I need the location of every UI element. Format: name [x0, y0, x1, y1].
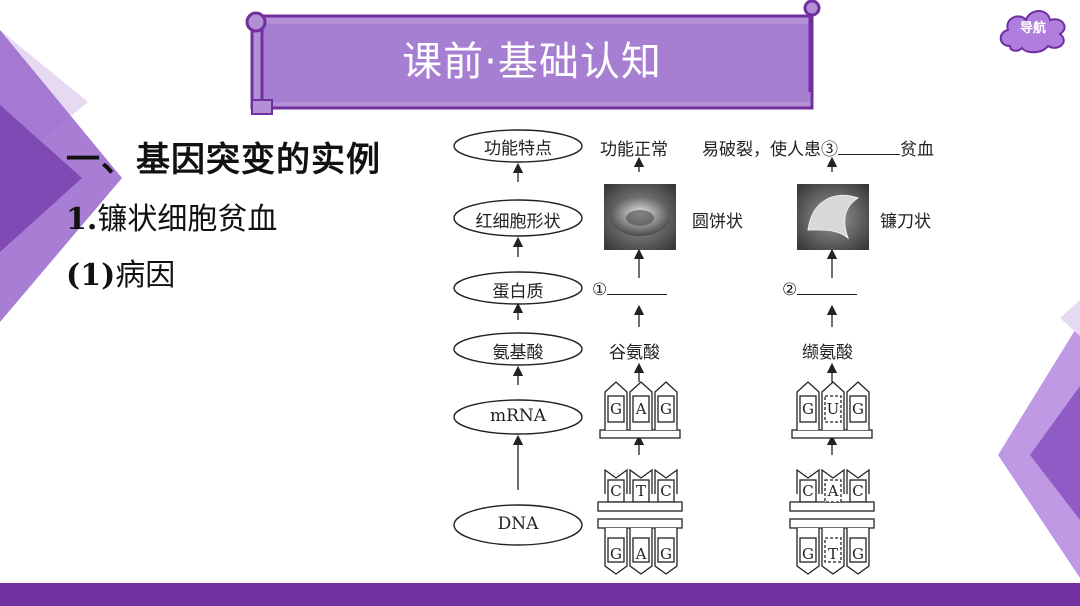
normal-dna-top-base-2: T	[635, 482, 646, 500]
mutant-mrna-base-3: G	[852, 400, 864, 418]
mutant-dna-top-base-1: C	[802, 482, 814, 500]
item1-number: 1.	[66, 202, 98, 237]
mutant-aminoacid-text: 缬氨酸	[802, 343, 853, 363]
mutant-function-marker: ③	[821, 140, 838, 160]
protein-blank-line-1	[607, 280, 668, 295]
level-oval-dna	[453, 504, 583, 546]
level-label-protein: 蛋白质	[492, 282, 544, 302]
normal-mrna-base-1: G	[610, 400, 622, 418]
mutant-dna-top-base-3: C	[852, 482, 864, 500]
normal-shape-text: 圆饼状	[692, 212, 743, 232]
normal-dna-bottom-base-2: A	[635, 545, 647, 563]
protein-blank-line-2	[797, 280, 858, 295]
page-title: 课前·基础认知	[402, 39, 662, 85]
normal-protein-blank: ①	[592, 280, 668, 300]
nav-button[interactable]	[996, 6, 1070, 56]
normal-dna-top-base-1: C	[610, 482, 622, 500]
normal-aminoacid-text: 谷氨酸	[609, 343, 660, 363]
right-decoration	[998, 300, 1080, 578]
level-oval-mrna	[453, 399, 583, 435]
bottom-bar	[0, 583, 1080, 606]
mutant-mrna-base-1: G	[802, 400, 814, 418]
mutant-shape-text: 镰刀状	[880, 212, 931, 232]
function-blank-line	[838, 140, 900, 155]
item2-text: 病因	[115, 258, 176, 293]
mutant-dna-bottom-base-2: T	[827, 545, 838, 563]
subsection-title: 1.镰状细胞贫血	[66, 194, 277, 238]
mutant-dna-bottom-base-3: G	[852, 545, 864, 563]
mutant-dna-top-base-2: A	[827, 482, 839, 500]
normal-function-text: 功能正常	[600, 140, 668, 160]
normal-dna-bottom-base-1: G	[610, 545, 622, 563]
level-oval-aminoacid	[453, 332, 583, 366]
left-decoration	[0, 30, 122, 322]
normal-dna-top-base-3: C	[660, 482, 672, 500]
mutant-mrna-base-2: U	[826, 400, 840, 418]
title-banner	[245, 0, 821, 115]
level-label-mrna: mRNA	[489, 406, 547, 426]
mutant-function-prefix: 易破裂，使人患	[702, 140, 821, 160]
item1-text: 镰状细胞贫血	[97, 202, 278, 237]
normal-mrna-base-3: G	[660, 400, 672, 418]
mutant-protein-blank: ②	[782, 280, 858, 300]
section-heading: 一、基因突变的实例	[66, 140, 381, 180]
level-oval-function	[453, 129, 583, 163]
level-oval-shape	[453, 199, 583, 237]
item2-number: (1)	[66, 258, 116, 293]
mutant-dna-bottom-base-1: G	[802, 545, 814, 563]
mutant-protein-marker: ②	[782, 280, 798, 300]
nav-label: 导航	[1019, 21, 1046, 36]
normal-dna-bottom-base-3: G	[660, 545, 672, 563]
level-label-aminoacid: 氨基酸	[492, 343, 544, 363]
level-label-dna: DNA	[497, 514, 539, 534]
sub-item-title: (1)病因	[66, 250, 175, 294]
diagram-lines	[453, 129, 875, 575]
normal-mrna-base-2: A	[635, 400, 647, 418]
normal-protein-marker: ①	[592, 280, 608, 300]
mutant-function-suffix: 贫血	[900, 140, 934, 160]
mutant-function-text: 易破裂，使人患③ 贫血	[702, 135, 934, 160]
level-label-shape: 红细胞形状	[475, 212, 561, 232]
level-label-function: 功能特点	[484, 139, 552, 159]
